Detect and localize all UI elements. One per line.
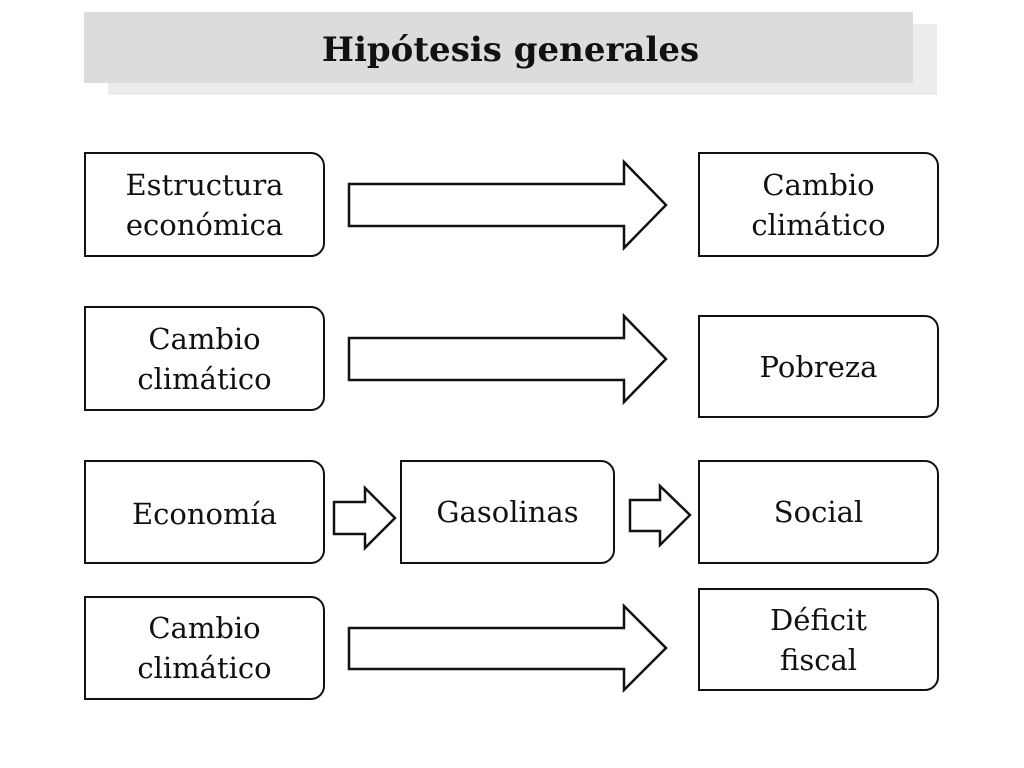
node-social: Social — [698, 460, 939, 564]
arrow-row3-left — [332, 484, 397, 552]
arrow-row2 — [347, 312, 668, 406]
node-deficit-fiscal: Déficit fiscal — [698, 588, 939, 691]
arrow-row4 — [347, 602, 668, 694]
arrow-row3-right — [628, 483, 692, 549]
node-estructura-economica: Estructura económica — [84, 152, 325, 257]
title-banner — [84, 12, 913, 83]
diagram-title: Hipótesis generales — [321, 30, 700, 70]
node-cambio-climatico-cause-2: Cambio climático — [84, 596, 325, 700]
node-cambio-climatico-cause-1: Cambio climático — [84, 306, 325, 411]
node-gasolinas: Gasolinas — [400, 460, 615, 564]
node-economia: Economía — [84, 460, 325, 564]
node-pobreza: Pobreza — [698, 315, 939, 418]
arrow-row1 — [347, 158, 668, 252]
node-cambio-climatico-result: Cambio climático — [698, 152, 939, 257]
